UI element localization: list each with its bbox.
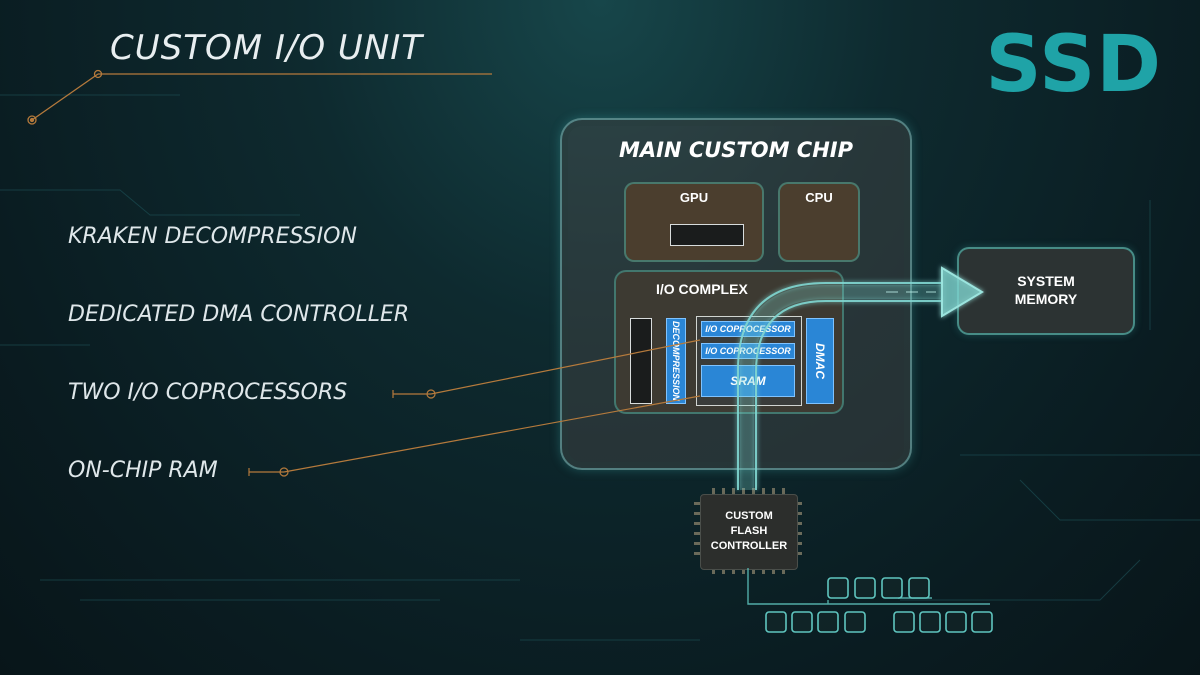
dmac-block: DMAC <box>806 318 834 404</box>
main-custom-chip: MAIN CUSTOM CHIP GPU CPU I/O COMPLEX DEC… <box>560 118 912 470</box>
slide-title: CUSTOM I/O UNIT <box>110 28 424 68</box>
flash-controller-label-line1: CUSTOM <box>725 510 773 522</box>
feature-kraken-decompression: KRAKEN DECOMPRESSION <box>68 224 357 249</box>
sram-block: SRAM <box>701 365 795 397</box>
sram-label: SRAM <box>730 374 766 388</box>
feature-dma-controller: DEDICATED DMA CONTROLLER <box>68 302 410 327</box>
system-memory-block: SYSTEM MEMORY <box>957 247 1135 335</box>
flash-controller-label-line2: FLASH <box>730 525 768 537</box>
flash-controller-label-line3: CONTROLLER <box>710 540 788 552</box>
dmac-label: DMAC <box>813 343 827 379</box>
cpu-label: CPU <box>805 190 833 205</box>
io-coprocessor-2-label: I/O COPROCESSOR <box>705 346 791 356</box>
gpu-block: GPU <box>624 182 764 262</box>
feature-io-coprocessors: TWO I/O COPROCESSORS <box>68 380 348 405</box>
coprocessor-group: I/O COPROCESSOR I/O COPROCESSOR SRAM <box>696 316 802 406</box>
system-memory-label: SYSTEM MEMORY <box>959 272 1133 308</box>
io-black-block <box>630 318 652 404</box>
io-complex-label: I/O COMPLEX <box>656 281 748 297</box>
io-coprocessor-1: I/O COPROCESSOR <box>701 321 795 337</box>
flash-controller-label: CUSTOM FLASH CONTROLLER <box>701 509 797 554</box>
feature-on-chip-ram: ON-CHIP RAM <box>68 458 218 483</box>
system-memory-label-line2: MEMORY <box>1014 291 1078 307</box>
io-coprocessor-1-label: I/O COPROCESSOR <box>705 324 791 334</box>
custom-flash-controller: CUSTOM FLASH CONTROLLER <box>700 494 798 570</box>
io-complex: I/O COMPLEX DECOMPRESSION I/O COPROCESSO… <box>614 270 844 414</box>
cpu-block: CPU <box>778 182 860 262</box>
decompression-block: DECOMPRESSION <box>666 318 686 404</box>
chip-title: MAIN CUSTOM CHIP <box>618 138 853 162</box>
io-coprocessor-2: I/O COPROCESSOR <box>701 343 795 359</box>
ssd-heading: SSD <box>985 20 1162 110</box>
gpu-label: GPU <box>679 190 709 205</box>
decompression-label: DECOMPRESSION <box>671 320 681 402</box>
gpu-inner-block <box>670 224 744 246</box>
system-memory-label-line1: SYSTEM <box>1017 273 1075 289</box>
